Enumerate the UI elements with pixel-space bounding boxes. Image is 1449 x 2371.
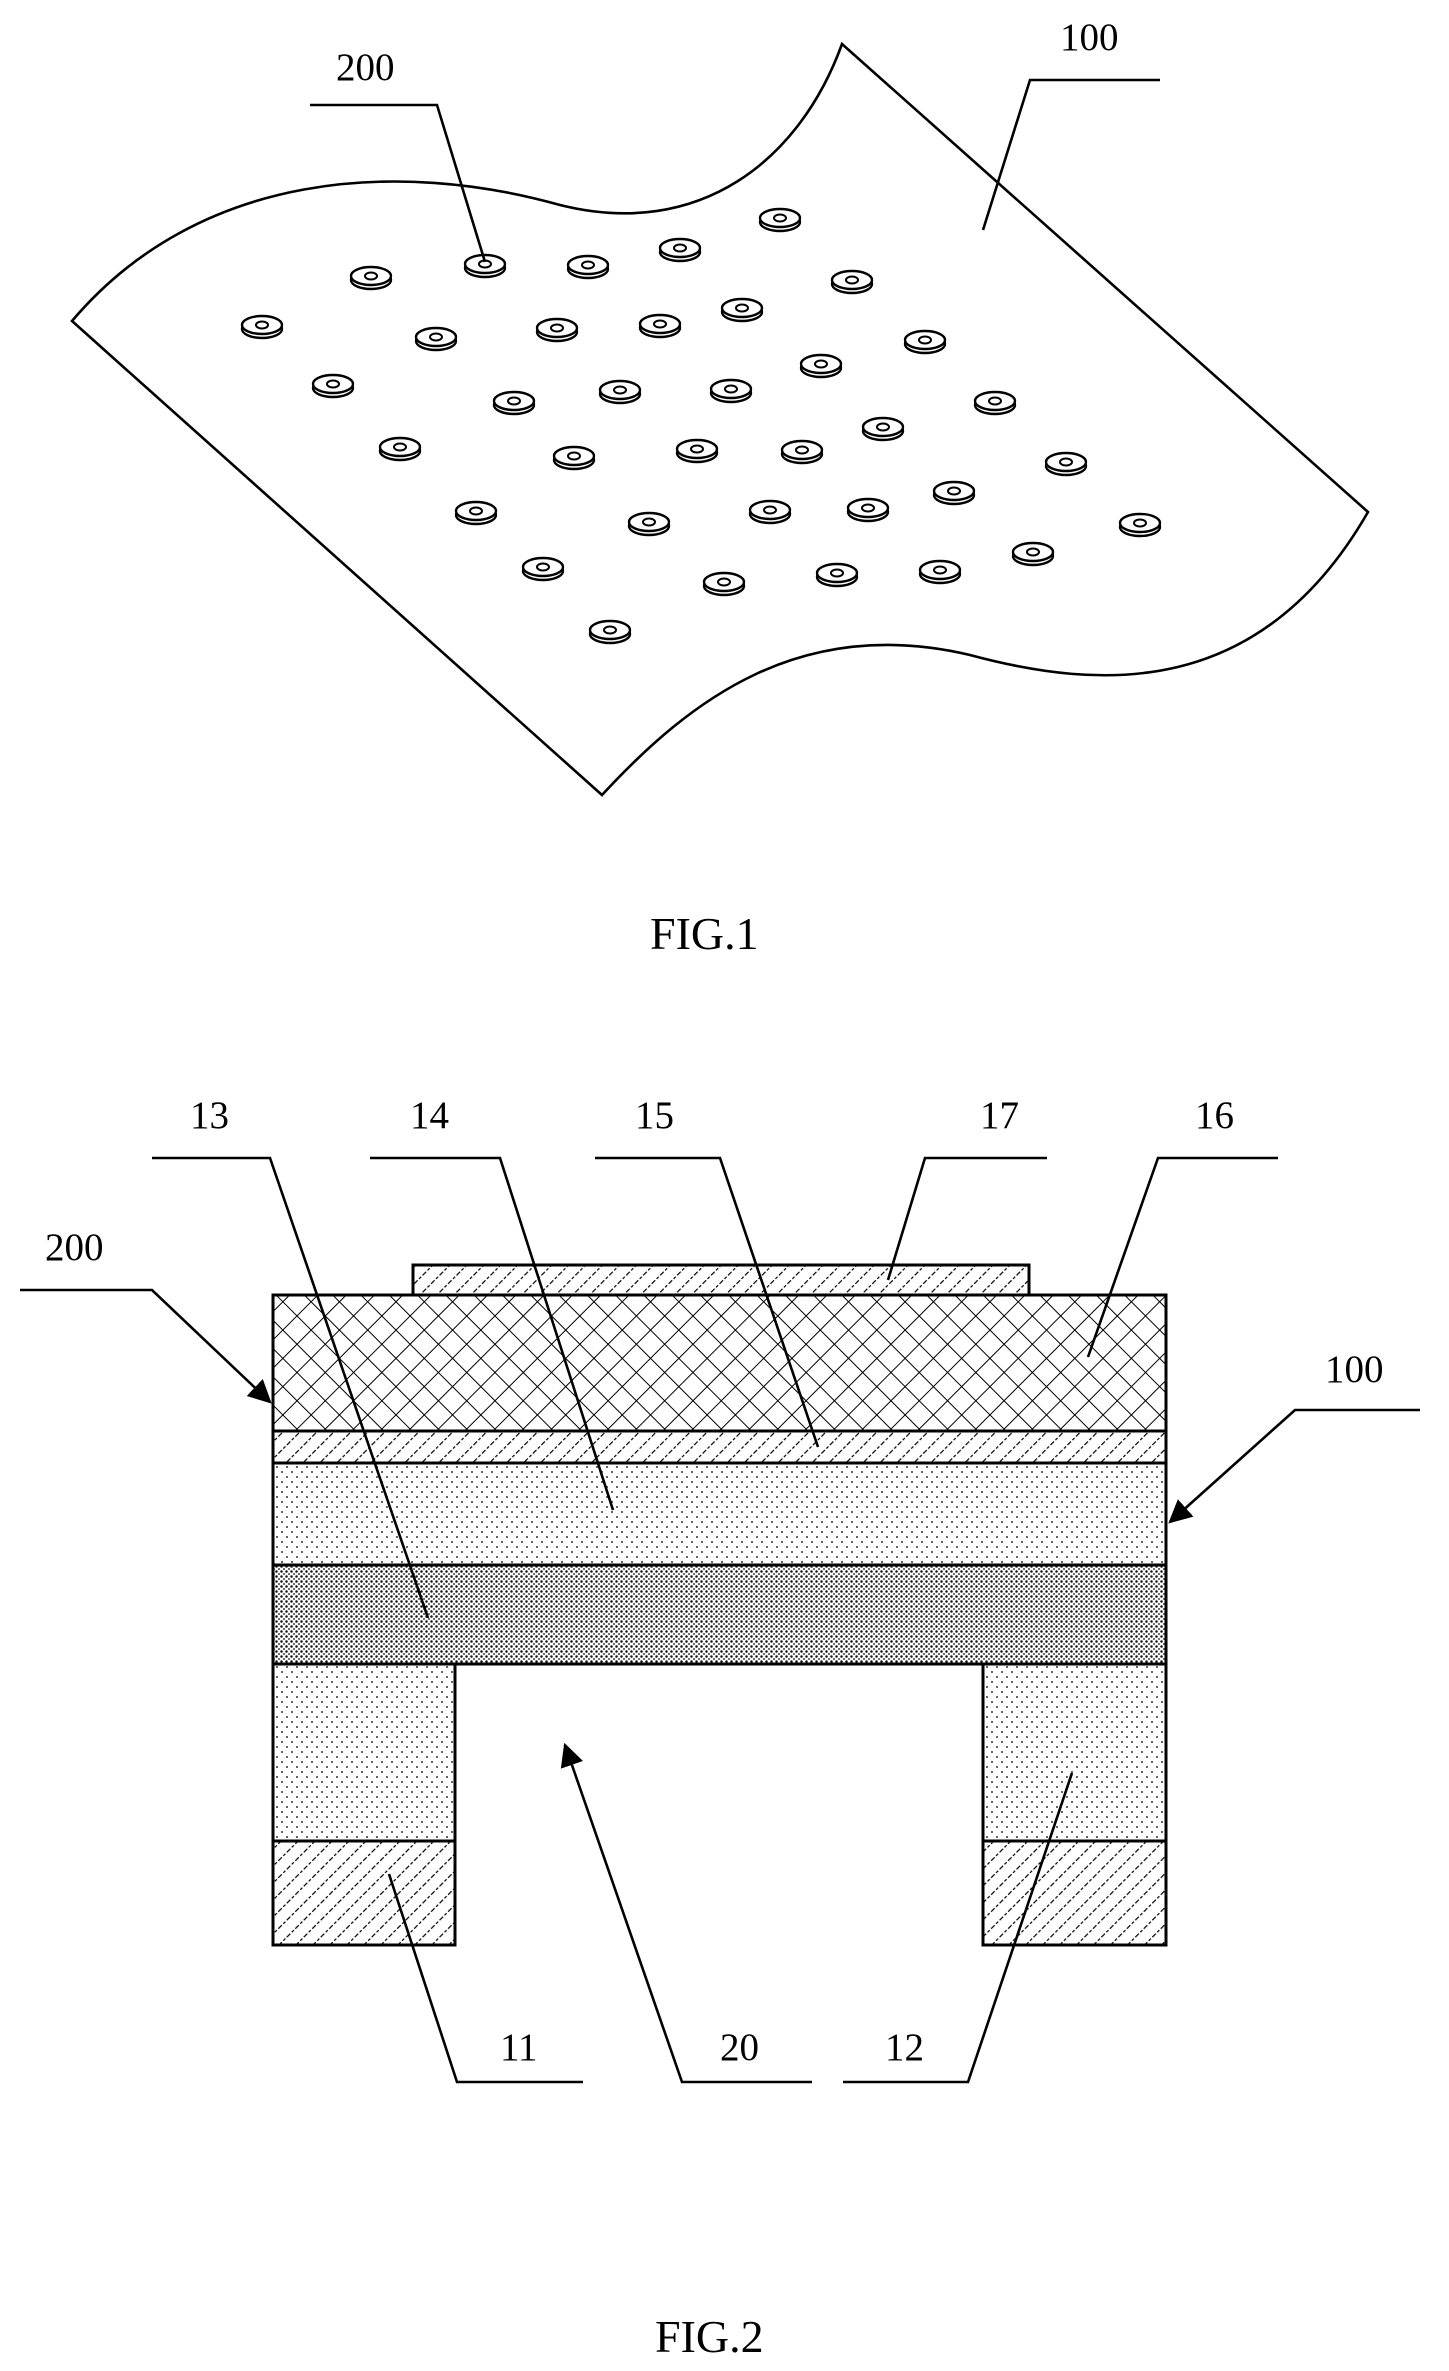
leader-line-100: [983, 80, 1160, 230]
layer-16: [273, 1295, 1166, 1431]
device-200: [494, 392, 534, 414]
device-200: [905, 331, 945, 353]
label-14: 14: [410, 1094, 449, 1137]
figure-1: 200 100 FIG.1: [72, 16, 1368, 959]
device-200: [554, 447, 594, 469]
arrow-200: [20, 1290, 270, 1402]
layer-14: [273, 1463, 1166, 1565]
layer-15: [273, 1431, 1166, 1463]
device-200: [242, 316, 282, 338]
device-200: [750, 501, 790, 523]
device-200: [380, 438, 420, 460]
label-12: 12: [885, 2026, 924, 2069]
device-200: [782, 441, 822, 463]
device-200: [590, 621, 630, 643]
arrow-20: [565, 1745, 812, 2082]
leader-line-17: [888, 1158, 1047, 1280]
device-200: [801, 355, 841, 377]
device-200: [722, 299, 762, 321]
label-11: 11: [500, 2026, 538, 2069]
label-17: 17: [980, 1094, 1019, 1137]
arrow-100: [1170, 1410, 1420, 1522]
device-200: [537, 319, 577, 341]
device-200: [629, 513, 669, 535]
label-200-fig2: 200: [45, 1226, 104, 1269]
label-100-fig2: 100: [1325, 1348, 1384, 1391]
device-200: [832, 271, 872, 293]
label-100-fig1: 100: [1060, 16, 1119, 59]
device-200: [711, 380, 751, 402]
layer-12-right-electrode: [983, 1841, 1166, 1945]
device-200: [1046, 453, 1086, 475]
layer-13: [273, 1565, 1166, 1664]
device-200: [660, 239, 700, 261]
flexible-sheet: [72, 44, 1368, 795]
device-200: [640, 315, 680, 337]
device-200: [1013, 543, 1053, 565]
device-200: [600, 381, 640, 403]
device-array: [242, 209, 1160, 643]
device-200: [416, 328, 456, 350]
figure-2-caption: FIG.2: [655, 2311, 764, 2362]
label-13: 13: [190, 1094, 229, 1137]
device-200: [848, 499, 888, 521]
device-200: [975, 392, 1015, 414]
label-20: 20: [720, 2026, 759, 2069]
device-200: [568, 256, 608, 278]
device-200: [934, 482, 974, 504]
device-200: [760, 209, 800, 231]
device-200: [1120, 514, 1160, 536]
layer-17-top-electrode: [413, 1265, 1029, 1295]
device-200: [351, 267, 391, 289]
figure-2: 13 14 15 17 16 200 100 11 20 12 FIG.2: [20, 1094, 1420, 2362]
right-support: [983, 1664, 1166, 1841]
layer-11-left-electrode: [273, 1841, 455, 1945]
label-200-fig1: 200: [336, 46, 395, 89]
figure-1-caption: FIG.1: [650, 908, 759, 959]
device-200: [817, 564, 857, 586]
device-200: [863, 418, 903, 440]
device-200: [313, 375, 353, 397]
device-200: [920, 561, 960, 583]
device-200: [704, 573, 744, 595]
device-200: [677, 440, 717, 462]
device-200: [523, 558, 563, 580]
label-16: 16: [1195, 1094, 1234, 1137]
device-200: [456, 502, 496, 524]
left-support: [273, 1664, 455, 1841]
label-15: 15: [635, 1094, 674, 1137]
